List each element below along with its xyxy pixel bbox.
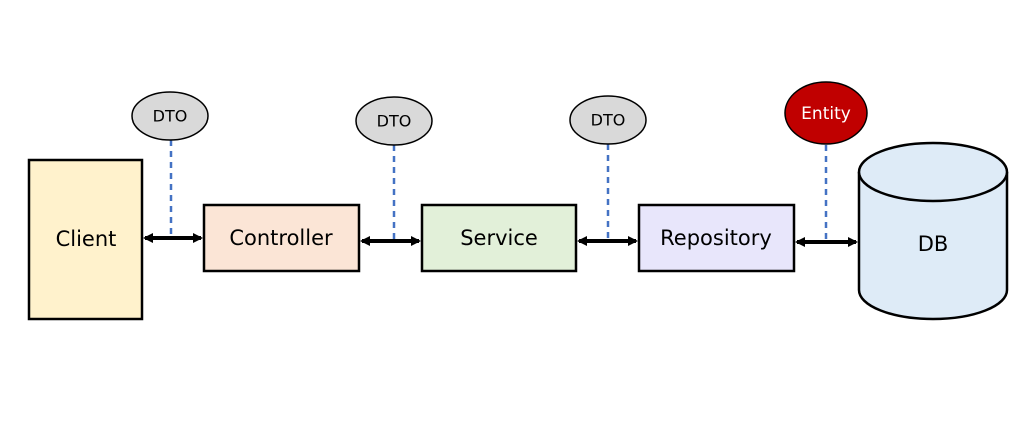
- repository-label: Repository: [660, 226, 772, 250]
- entity-bubble: [784, 81, 868, 145]
- db-cylinder: [857, 141, 1009, 321]
- client-box: [27, 158, 144, 321]
- client-label: Client: [56, 227, 117, 251]
- repository-box: [637, 203, 796, 273]
- dto-label-1: DTO: [153, 107, 188, 126]
- dto-label-2: DTO: [377, 112, 412, 131]
- db-label: DB: [918, 232, 949, 256]
- controller-box: [202, 203, 361, 273]
- service-label: Service: [460, 226, 538, 250]
- dto-bubble-2: [355, 96, 433, 146]
- dto-bubble-1: [131, 91, 209, 141]
- service-box: [420, 203, 578, 273]
- dto-label-3: DTO: [591, 111, 626, 130]
- controller-label: Controller: [229, 226, 333, 250]
- dto-bubble-3: [569, 95, 647, 145]
- entity-label: Entity: [801, 104, 851, 124]
